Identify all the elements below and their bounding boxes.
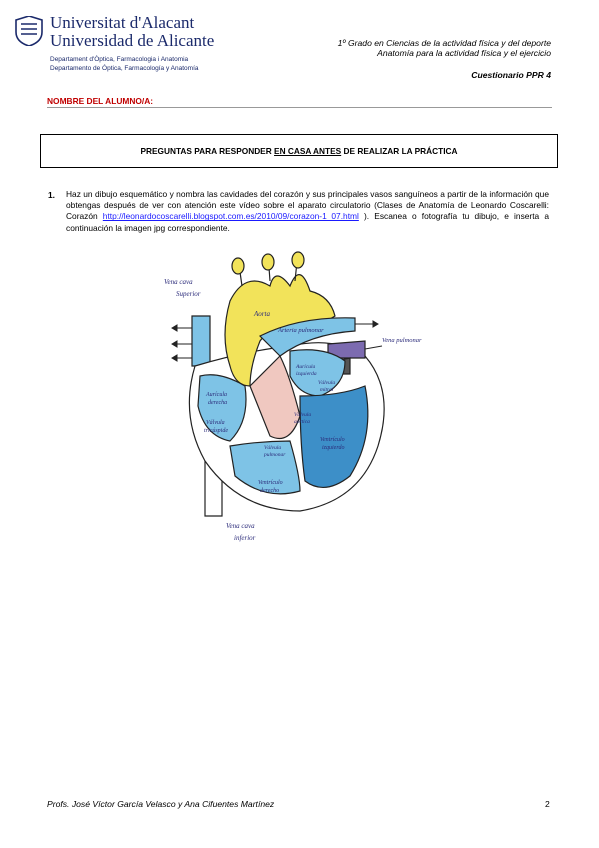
video-link[interactable]: http://leonardocoscarelli.blogspot.com.e… (102, 211, 359, 222)
septum (249, 354, 301, 440)
label-aorta: Aorta (253, 310, 270, 318)
student-name-field[interactable]: NOMBRE DEL ALUMNO/A: (47, 96, 552, 108)
university-logo: Universitat d'Alacant Universidad de Ali… (14, 13, 214, 80)
right-atrium (197, 374, 247, 442)
left-atrium (289, 349, 346, 397)
course-title: 1º Grado en Ciencias de la actividad fís… (337, 38, 551, 48)
label-vena-cava-superior-1: Vena cava (164, 278, 193, 286)
heart-drawing: Vena cava Superior Aorta Arteria pulmona… (164, 251, 422, 542)
department-name-valencian: Departament d'Òptica, Farmacologia i Ana… (50, 56, 189, 63)
page-number: 2 (545, 799, 550, 809)
label-ventriculo-der-1: Ventrículo (258, 480, 283, 486)
label-valvula-mitral-1: Válvula (318, 380, 335, 386)
right-ventricle (229, 440, 301, 495)
pulmonary-artery (258, 317, 356, 357)
label-arteria-pulmonar: Arteria pulmonar (277, 327, 324, 334)
label-ventriculo-izq-1: Ventrículo (320, 437, 345, 443)
label-valvula-pulmonar-2: pulmonar (263, 452, 286, 458)
label-auricula-izq-1: Aurícula (295, 364, 315, 370)
university-shield-icon (15, 16, 43, 46)
label-valvula-pulmonar-1: Válvula (264, 445, 281, 451)
section-title-box: PREGUNTAS PARA RESPONDER EN CASA ANTES D… (40, 134, 558, 168)
label-valvula-aortica-1: Válvula (294, 412, 311, 418)
label-valvula-mitral-2: mitral (320, 387, 334, 393)
label-vena-cava-inferior-1: Vena cava (226, 522, 255, 530)
department-name-spanish: Departamento de Óptica, Farmacología y A… (50, 65, 199, 72)
question-text: Haz un dibujo esquemático y nombra las c… (66, 189, 549, 233)
label-ventriculo-der-2: derecho (260, 488, 279, 494)
left-ventricle (299, 385, 369, 488)
question-number: 1. (48, 190, 55, 200)
label-valvula-tric-2: tricúspide (204, 428, 228, 434)
label-ventriculo-izq-2: izquierdo (322, 445, 344, 451)
student-name-label: NOMBRE DEL ALUMNO/A: (47, 96, 154, 106)
label-auricula-der-1: Aurícula (205, 392, 227, 398)
label-valvula-aortica-2: aórtica (294, 419, 310, 425)
label-auricula-der-2: derecha (208, 400, 227, 406)
label-vena-cava-superior-2: Superior (176, 290, 201, 298)
subject-title: Anatomía para la actividad física y el e… (377, 48, 551, 58)
university-name-spanish: Universidad de Alicante (50, 31, 215, 50)
section-title: PREGUNTAS PARA RESPONDER EN CASA ANTES D… (140, 146, 458, 156)
label-auricula-izq-2: izquierda (296, 371, 317, 377)
label-valvula-tric-1: Válvula (206, 420, 225, 426)
university-name-valencian: Universitat d'Alacant (50, 13, 195, 32)
label-vena-cava-inferior-2: inferior (234, 534, 256, 542)
label-vena-pulmonar: Vena pulmonar (382, 337, 422, 344)
footer-professors: Profs. José Víctor García Velasco y Ana … (47, 799, 275, 809)
questionnaire-title: Cuestionario PPR 4 (471, 70, 551, 80)
superior-vena-cava (191, 315, 211, 367)
